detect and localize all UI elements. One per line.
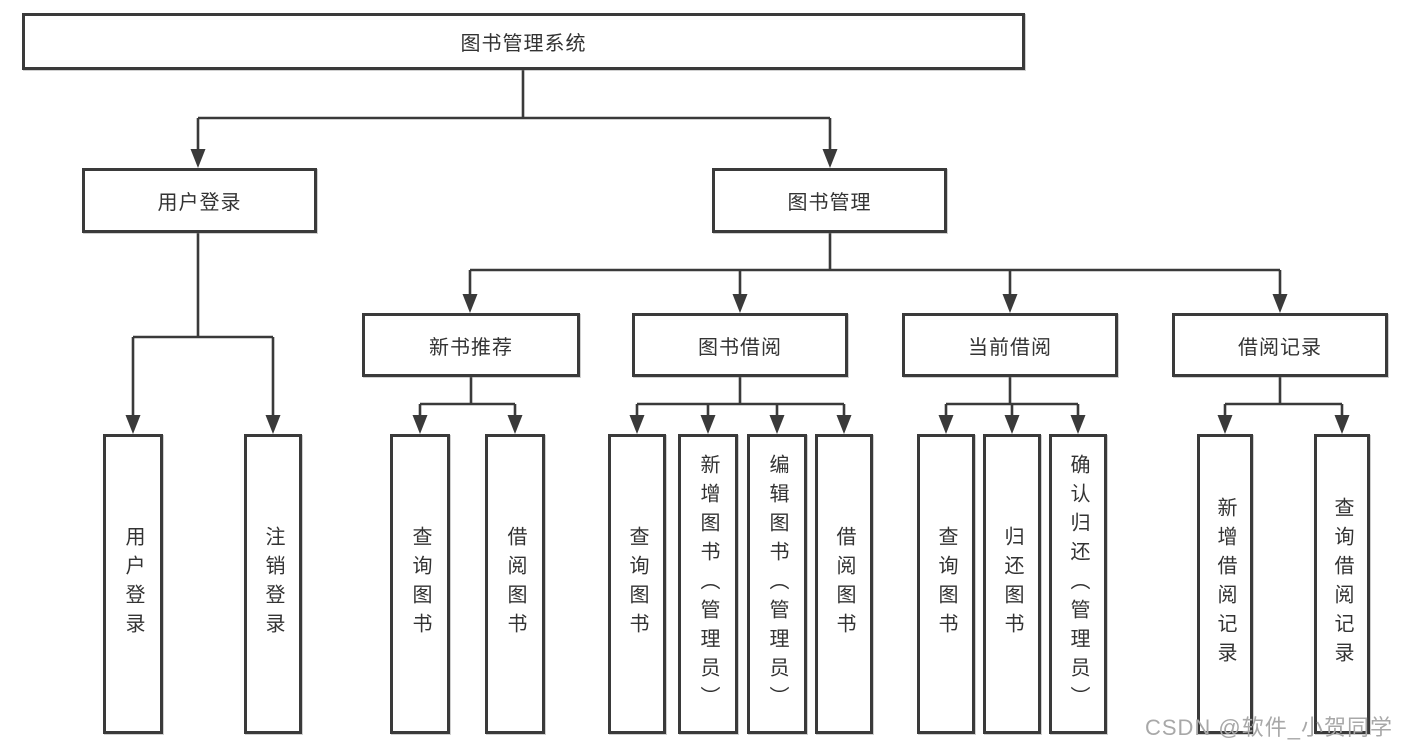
node-current-borrowing: 当前借阅: [902, 313, 1118, 377]
node-new-book-recommend: 新书推荐: [362, 313, 580, 377]
arrowhead-icon: [265, 415, 281, 434]
leaf-current-return-books: 归还图书: [983, 434, 1041, 734]
node-current-borrowing-label: 当前借阅: [968, 336, 1052, 359]
arrowhead-icon: [629, 415, 645, 434]
arrowhead-icon: [822, 149, 838, 168]
leaf-borrow-query-books-label: 查询图书: [626, 526, 648, 642]
leaf-user-login-label: 用户登录: [122, 526, 144, 642]
node-book-management-label: 图书管理: [787, 192, 872, 214]
leaf-current-query-books-label: 查询图书: [935, 526, 957, 642]
leaf-borrow-borrow-books-label: 借阅图书: [833, 526, 855, 642]
arrowhead-icon: [1004, 415, 1020, 434]
node-book-management: 图书管理: [712, 168, 947, 233]
leaf-newrec-query-books-label: 查询图书: [409, 526, 431, 642]
leaf-records-query-record: 查询借阅记录: [1314, 434, 1370, 734]
arrowhead-icon: [938, 415, 954, 434]
arrowhead-icon: [836, 415, 852, 434]
node-root-label: 图书管理系统: [460, 33, 587, 55]
arrowhead-icon: [190, 149, 206, 168]
leaf-borrow-add-books-admin: 新增图书（管理员）: [678, 434, 738, 734]
leaf-borrow-edit-books-admin-label: 编辑图书（管理员）: [766, 453, 788, 715]
arrowhead-icon: [412, 415, 428, 434]
leaf-current-confirm-return-admin: 确认归还（管理员）: [1049, 434, 1107, 734]
arrowhead-icon: [732, 294, 748, 313]
leaf-current-query-books: 查询图书: [917, 434, 975, 734]
leaf-records-add-record: 新增借阅记录: [1197, 434, 1253, 734]
arrowhead-icon: [1002, 294, 1018, 313]
leaf-borrow-borrow-books: 借阅图书: [815, 434, 873, 734]
leaf-records-query-record-label: 查询借阅记录: [1331, 497, 1353, 671]
leaf-newrec-borrow-books-label: 借阅图书: [504, 526, 526, 642]
leaf-logout-label: 注销登录: [262, 526, 284, 642]
node-new-book-recommend-label: 新书推荐: [429, 336, 513, 359]
leaf-logout: 注销登录: [244, 434, 302, 734]
arrowhead-icon: [125, 415, 141, 434]
leaf-newrec-borrow-books: 借阅图书: [485, 434, 545, 734]
node-user-login-label: 用户登录: [157, 192, 242, 214]
leaf-current-return-books-label: 归还图书: [1001, 526, 1023, 642]
node-root: 图书管理系统: [22, 13, 1025, 70]
leaf-current-confirm-return-admin-label: 确认归还（管理员）: [1067, 453, 1089, 715]
arrowhead-icon: [700, 415, 716, 434]
arrowhead-icon: [1217, 415, 1233, 434]
leaf-borrow-edit-books-admin: 编辑图书（管理员）: [747, 434, 807, 734]
leaf-newrec-query-books: 查询图书: [390, 434, 450, 734]
node-borrowing-records-label: 借阅记录: [1238, 336, 1322, 359]
node-user-login: 用户登录: [82, 168, 317, 233]
csdn-watermark: CSDN @软件_小贺同学: [1144, 715, 1393, 740]
node-borrowing-records: 借阅记录: [1172, 313, 1388, 377]
leaf-borrow-add-books-admin-label: 新增图书（管理员）: [697, 453, 719, 715]
leaf-records-add-record-label: 新增借阅记录: [1214, 497, 1236, 671]
arrowhead-icon: [507, 415, 523, 434]
arrowhead-icon: [1334, 415, 1350, 434]
leaf-user-login: 用户登录: [103, 434, 163, 734]
arrowhead-icon: [1272, 294, 1288, 313]
arrowhead-icon: [769, 415, 785, 434]
node-book-borrowing-label: 图书借阅: [698, 336, 782, 359]
arrowhead-icon: [462, 294, 478, 313]
leaf-borrow-query-books: 查询图书: [608, 434, 666, 734]
arrowhead-icon: [1070, 415, 1086, 434]
node-book-borrowing: 图书借阅: [632, 313, 848, 377]
